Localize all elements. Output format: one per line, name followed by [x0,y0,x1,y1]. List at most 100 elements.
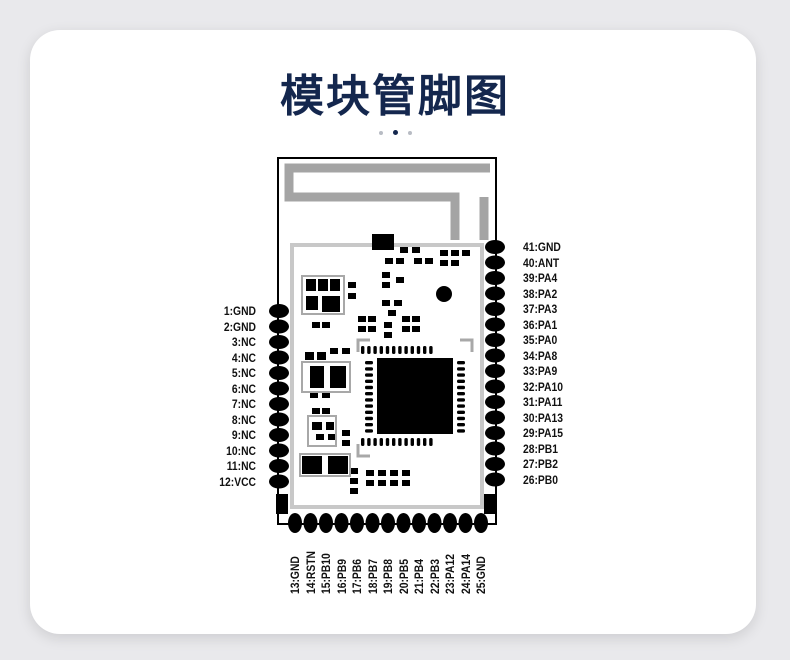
pin-pad [269,412,289,427]
pin-label: 4:NC [231,350,256,365]
pin-pad [485,441,505,456]
ic-pin [457,423,465,427]
ic-pin [429,438,433,446]
ic-pin [423,438,427,446]
pin-label: 32:PA10 [523,379,563,394]
pin-label: 1:GND [223,304,256,318]
pin-pad [485,410,505,425]
ic-pin [457,373,465,377]
pin-label: 15:PB10 [319,553,333,594]
ic-pin [457,385,465,390]
pin-pad [269,381,289,396]
ic-pin [361,438,365,446]
pin-pad [485,457,505,471]
ic-pin [416,346,421,354]
pin-pad [269,319,289,334]
pin-label: 34:PA8 [523,348,558,363]
pin-pad [269,459,289,473]
ic-pin [365,367,373,371]
pin-pad [443,513,457,533]
pin-pad [269,474,289,489]
antenna-trace [284,163,490,240]
components [276,234,496,514]
pin-pad [485,286,505,301]
carousel-dot-active[interactable] [392,130,398,136]
ic-pin [385,438,390,446]
ic-pins [361,346,465,446]
ic-pin [404,346,408,354]
pin-pad [485,426,505,440]
pin-label: 7:NC [231,397,256,411]
pin-label: 2:GND [223,319,256,334]
pin-label: 40:ANT [523,255,560,270]
pin-pad [334,513,349,533]
pin-pad [269,366,289,380]
pin-label: 28:PB1 [523,441,558,456]
carousel-dot[interactable] [378,130,383,135]
pin-pad [485,317,505,332]
ic-pin [410,346,414,354]
pin-label: 11:NC [226,459,256,473]
ic-pin [365,416,373,421]
pin-label: 6:NC [231,381,256,396]
pin-pad [427,513,442,533]
pin-label: 29:PA15 [523,426,563,440]
page-title: 模块管脚图 [280,71,510,122]
ic-pin [373,346,377,354]
ic-pin [365,423,373,427]
ic-pin [457,416,465,421]
pin-label: 25:GND [474,556,488,594]
pin-label: 17:PB6 [350,559,364,594]
ic-pin [367,438,371,446]
pin-pad [288,513,302,533]
pin-pad [350,513,364,533]
ic-pin [457,429,465,433]
pin-label: 41:GND [523,240,561,254]
pin-pad [485,271,505,285]
main-ic [377,358,453,434]
ic-pin [398,438,402,446]
ic-pin [373,438,377,446]
pin-pad [485,379,505,394]
pin-label: 19:PB8 [381,559,395,594]
pin-pad [381,513,395,533]
pin-pad [396,513,411,533]
pin-pad [485,395,505,409]
pin-pad [485,255,505,270]
pin-pad [269,350,289,365]
carousel-indicator [0,124,790,142]
ic-pin [365,429,373,433]
pin-pad [412,513,426,533]
pin-label: 20:PB5 [396,559,411,594]
ic-pin [416,438,421,446]
ic-pin [423,346,427,354]
ic-pin [385,346,390,354]
ic-pin [361,346,365,354]
pin-pad [485,333,505,347]
pin-pad [269,335,289,349]
pin-label: 12:VCC [219,474,256,489]
pin-pad [269,304,289,318]
pin-label: 27:PB2 [523,457,558,471]
ic-pin [365,379,373,383]
ic-pin [429,346,433,354]
pin-pad [485,364,505,378]
pin-label: 22:PB3 [427,559,442,594]
carousel-dot[interactable] [407,130,412,135]
pin-pad [303,513,318,533]
pin-label: 31:PA11 [523,395,563,409]
pin-pad [365,513,380,533]
pin-label: 30:PA13 [523,410,563,425]
pin-label: 38:PA2 [523,286,558,301]
pin-label: 5:NC [231,366,256,380]
ic-pin [365,385,373,390]
ic-pin [379,438,383,446]
pin-label: 8:NC [231,412,256,427]
pin-pad [458,513,473,533]
ic-pin [392,438,396,446]
component-outlines [299,275,351,477]
pin-pad [319,513,333,533]
pin-pad [485,302,505,316]
pin-pad [474,513,488,533]
ic-pin [457,392,465,396]
